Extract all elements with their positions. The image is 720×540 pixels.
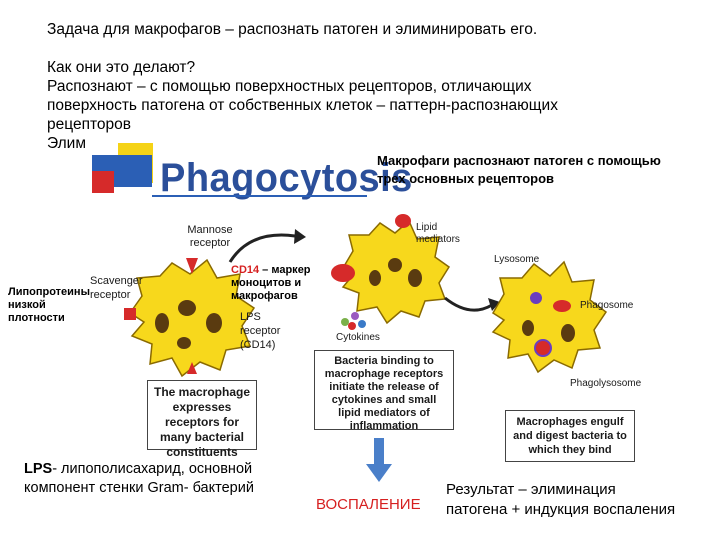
intro-line-1: Задача для макрофагов – распознать патог… xyxy=(47,21,538,38)
label-mannose-receptor: Mannose receptor xyxy=(187,224,233,249)
label-cytokines: Cytokines xyxy=(336,332,380,343)
annotation-ldl: Липопротеины низкой плотности xyxy=(8,286,90,324)
label-lysosome: Lysosome xyxy=(494,254,540,265)
title-decor-red xyxy=(92,171,114,193)
intro-text: Задача для макрофагов – распознать патог… xyxy=(47,20,697,153)
curved-arrow-2 xyxy=(444,296,493,312)
macrophage-cell-1 xyxy=(124,258,256,378)
intro-line-5: рецепторов xyxy=(47,116,131,133)
title-underline xyxy=(152,195,367,197)
label-scavenger-receptor: Scavenger receptor xyxy=(90,275,143,301)
figure-title: Phagocytosis xyxy=(160,156,413,200)
label-lipid-mediators: Lipid mediators xyxy=(416,222,460,245)
intro-line-4: поверхность патогена от собственных клет… xyxy=(47,97,558,114)
annotation-three-receptors: Макрофаги распознают патоген с помощью т… xyxy=(377,153,661,186)
blue-down-arrow xyxy=(366,438,392,482)
label-lps-receptor: LPS receptor (CD14) xyxy=(240,311,281,351)
macrophage-cell-3 xyxy=(491,260,608,374)
cytokine-dots xyxy=(341,312,366,330)
annotation-lps: LPS- липополисахарид, основной компонент… xyxy=(24,460,254,498)
intro-line-2: Как они это делают? xyxy=(47,59,196,76)
intro-line-6: Элим xyxy=(47,135,86,152)
intro-line-3: Распознают – с помощью поверхностных рец… xyxy=(47,78,532,95)
box-macrophage-receptors: The macrophage expresses receptors for m… xyxy=(147,380,257,459)
cd14-term: CD14 xyxy=(231,264,260,276)
macrophage-cell-2 xyxy=(331,214,451,325)
lps-term: LPS xyxy=(24,461,53,477)
curved-arrow-1 xyxy=(228,233,296,263)
annotation-result: Результат – элиминация патогена + индукц… xyxy=(446,481,676,518)
annotation-inflammation: ВОСПАЛЕНИЕ xyxy=(316,496,421,513)
lps-description: - липополисахарид, основной компонент ст… xyxy=(24,461,254,496)
box-bacteria-binding: Bacteria binding to macrophage receptors… xyxy=(314,350,454,432)
label-phagolysosome: Phagolysosome xyxy=(570,378,642,389)
annotation-cd14: CD14 – маркер моноцитов и макрофагов xyxy=(231,264,319,303)
box-engulf-digest: Macrophages engulf and digest bacteria t… xyxy=(505,410,635,462)
label-phagosome: Phagosome xyxy=(580,300,634,311)
cd14-description: – маркер моноцитов и макрофагов xyxy=(231,264,311,302)
